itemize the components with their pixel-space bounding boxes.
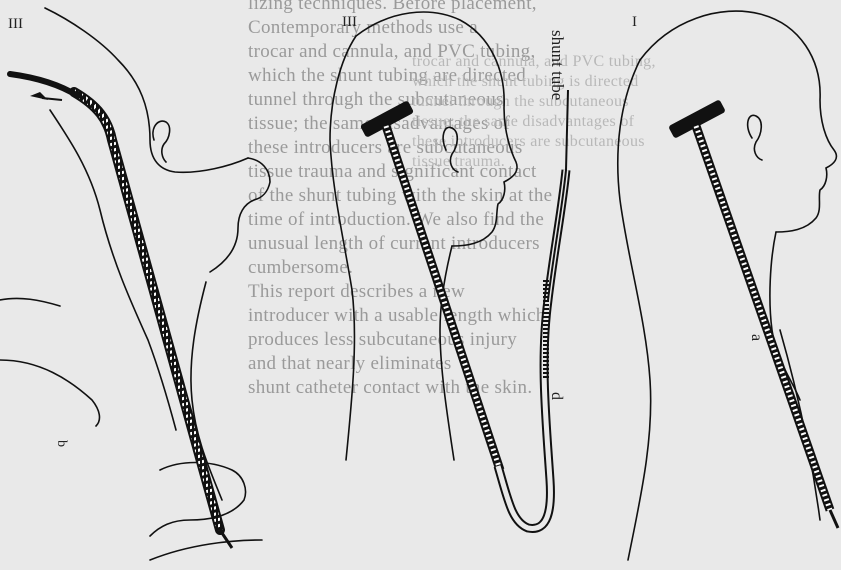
part-label-d: d: [548, 392, 565, 400]
panel-1-hand: [150, 463, 246, 537]
panel-3-ear: [748, 115, 762, 160]
panel-label-1: III: [8, 16, 23, 32]
part-label-a: a: [748, 334, 765, 341]
shunt-tube-label: shunt tube: [548, 30, 567, 100]
part-label-b: b: [54, 440, 69, 447]
panel-1-ear: [153, 121, 170, 162]
panel-label-2: III: [342, 14, 357, 30]
panel-2-shunt-tube: [498, 170, 566, 528]
panel-3-figure: [618, 11, 837, 560]
panel-1-figure: [0, 8, 270, 560]
panel-label-3: I: [632, 14, 637, 30]
panel-2-ear: [443, 127, 458, 172]
panel-1-introducer: [74, 92, 220, 530]
panel-1-catheter: [10, 74, 78, 96]
